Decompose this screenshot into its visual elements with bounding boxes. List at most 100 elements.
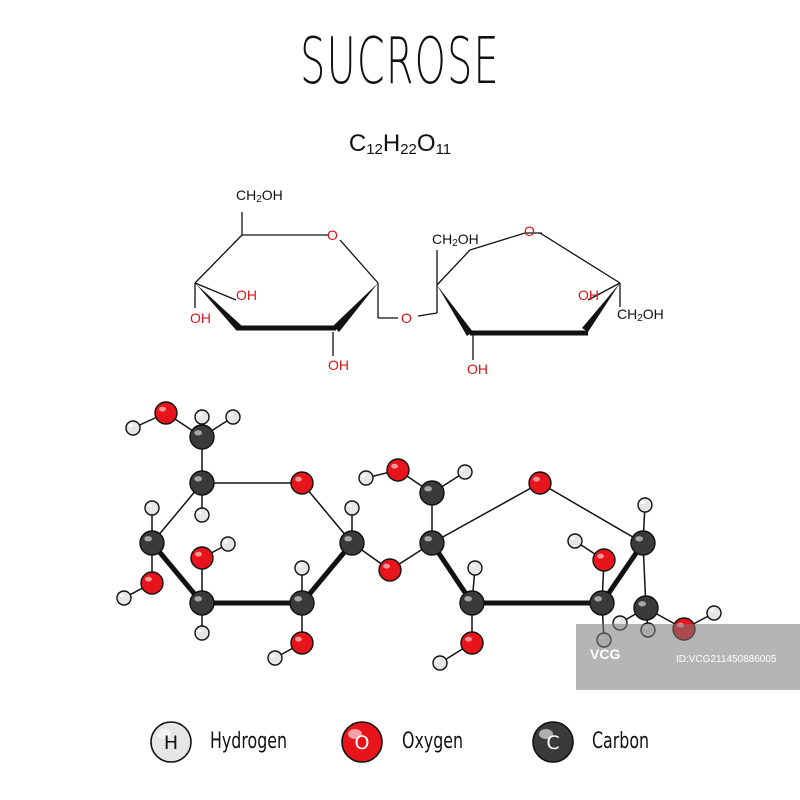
hydrogen-atom xyxy=(467,560,483,576)
legend-carbon-label: Carbon xyxy=(592,729,650,754)
legend-icon-highlight xyxy=(539,729,553,739)
model-bond xyxy=(301,482,353,544)
oxygen-atom-highlight xyxy=(532,476,540,482)
hydrogen-atom-highlight xyxy=(640,501,645,505)
ball-stick-atoms xyxy=(116,401,722,671)
oxygen-atom-highlight xyxy=(144,576,152,582)
carbon-atom xyxy=(630,530,656,556)
legend-oxygen-label: Oxygen xyxy=(402,729,464,754)
structural-bond xyxy=(339,239,379,284)
oxygen-atom xyxy=(378,558,402,582)
carbon-atom xyxy=(459,590,485,616)
hydrogen-atom-highlight xyxy=(228,413,233,417)
model-bold-bond xyxy=(149,540,205,606)
structural-bond xyxy=(417,312,438,317)
oxygen-atom-highlight xyxy=(390,463,399,469)
oxygen-atom-highlight xyxy=(158,406,166,412)
hydrogen-atom xyxy=(344,500,360,516)
carbon-atom-highlight xyxy=(344,536,352,542)
carbon-atom-highlight xyxy=(635,536,643,542)
hydrogen-atom-highlight xyxy=(223,540,228,544)
ch2oh-label-mid: CH2OH xyxy=(432,231,479,249)
carbon-atom-highlight xyxy=(194,596,202,602)
hydrogen-atom xyxy=(194,507,210,523)
structural-bond xyxy=(539,232,621,284)
structural-wedge-bond xyxy=(333,283,378,332)
hydrogen-atom xyxy=(294,560,310,576)
structural-wedge-bond xyxy=(195,283,242,330)
ring-oxygen-label-left: O xyxy=(327,227,338,243)
page-title: SUCROSE xyxy=(300,25,500,99)
hydrogen-atom xyxy=(125,420,141,436)
legend-symbol: O xyxy=(355,732,370,754)
oh-label-4: OH xyxy=(578,287,599,303)
hydrogen-atom-highlight xyxy=(570,537,575,541)
carbon-atom-highlight xyxy=(424,486,432,492)
model-bond xyxy=(539,482,644,544)
carbon-atom xyxy=(339,530,365,556)
hydrogen-atom xyxy=(358,470,374,486)
legend-symbol: C xyxy=(546,732,559,754)
oxygen-atom-highlight xyxy=(294,476,303,482)
oxygen-atom xyxy=(290,631,314,655)
oh-label-3: OH xyxy=(328,357,349,373)
oxygen-atom-highlight xyxy=(294,636,303,642)
hydrogen-atom-highlight xyxy=(128,424,133,428)
legend-symbol: H xyxy=(164,732,178,754)
carbon-atom-highlight xyxy=(194,476,202,482)
structural-bond xyxy=(436,249,471,286)
hydrogen-atom-highlight xyxy=(347,504,353,508)
legend-hydrogen-label: Hydrogen xyxy=(210,729,288,754)
model-bond xyxy=(151,482,203,544)
oxygen-atom xyxy=(154,401,178,425)
carbon-atom xyxy=(189,470,215,496)
carbon-atom-highlight xyxy=(464,596,472,602)
carbon-atom-highlight xyxy=(424,536,432,542)
hydrogen-atom xyxy=(432,655,448,671)
structural-wedge-bond xyxy=(437,285,473,336)
hydrogen-atom-highlight xyxy=(297,564,303,568)
oxygen-atom xyxy=(290,471,314,495)
ch2oh-label-top: CH2OH xyxy=(236,187,283,205)
carbon-atom xyxy=(589,590,615,616)
oh-label-2: OH xyxy=(190,310,211,326)
watermark: VCG ID:VCG211450886005 xyxy=(576,624,800,690)
hydrogen-atom xyxy=(225,409,241,425)
watermark-id: ID:VCG211450886005 xyxy=(676,654,777,665)
structural-bond xyxy=(469,232,526,251)
watermark-logo: VCG xyxy=(590,646,621,662)
oxygen-atom-highlight xyxy=(464,636,473,642)
carbon-atom xyxy=(189,424,215,450)
hydrogen-atom-highlight xyxy=(270,654,276,658)
structural-bond xyxy=(194,282,237,301)
oh-label-5: OH xyxy=(467,361,488,377)
hydrogen-atom-highlight xyxy=(197,511,202,515)
hydrogen-atom-highlight xyxy=(615,619,620,623)
hydrogen-atom xyxy=(706,605,722,621)
oh-label-1: OH xyxy=(236,287,257,303)
oxygen-atom xyxy=(140,571,164,595)
oxygen-atom-highlight xyxy=(194,551,202,557)
oxygen-atom-highlight xyxy=(382,563,391,569)
legend-icon-highlight xyxy=(157,729,171,739)
carbon-atom-highlight xyxy=(294,596,302,602)
hydrogen-atom xyxy=(637,497,653,513)
carbon-atom xyxy=(189,590,215,616)
structural-formula xyxy=(194,212,621,360)
hydrogen-atom xyxy=(457,464,473,480)
hydrogen-atom-highlight xyxy=(435,659,441,663)
structural-bond xyxy=(194,234,243,284)
hydrogen-atom xyxy=(144,500,160,516)
model-bond xyxy=(431,482,541,544)
carbon-atom-highlight xyxy=(594,596,602,602)
oxygen-atom xyxy=(528,471,552,495)
hydrogen-atom xyxy=(116,590,132,606)
hydrogen-atom-highlight xyxy=(460,468,466,472)
carbon-atom xyxy=(419,480,445,506)
carbon-atom xyxy=(419,530,445,556)
hydrogen-atom xyxy=(220,536,236,552)
ch2oh-label-right: CH2OH xyxy=(617,306,664,324)
carbon-atom-highlight xyxy=(194,430,202,436)
